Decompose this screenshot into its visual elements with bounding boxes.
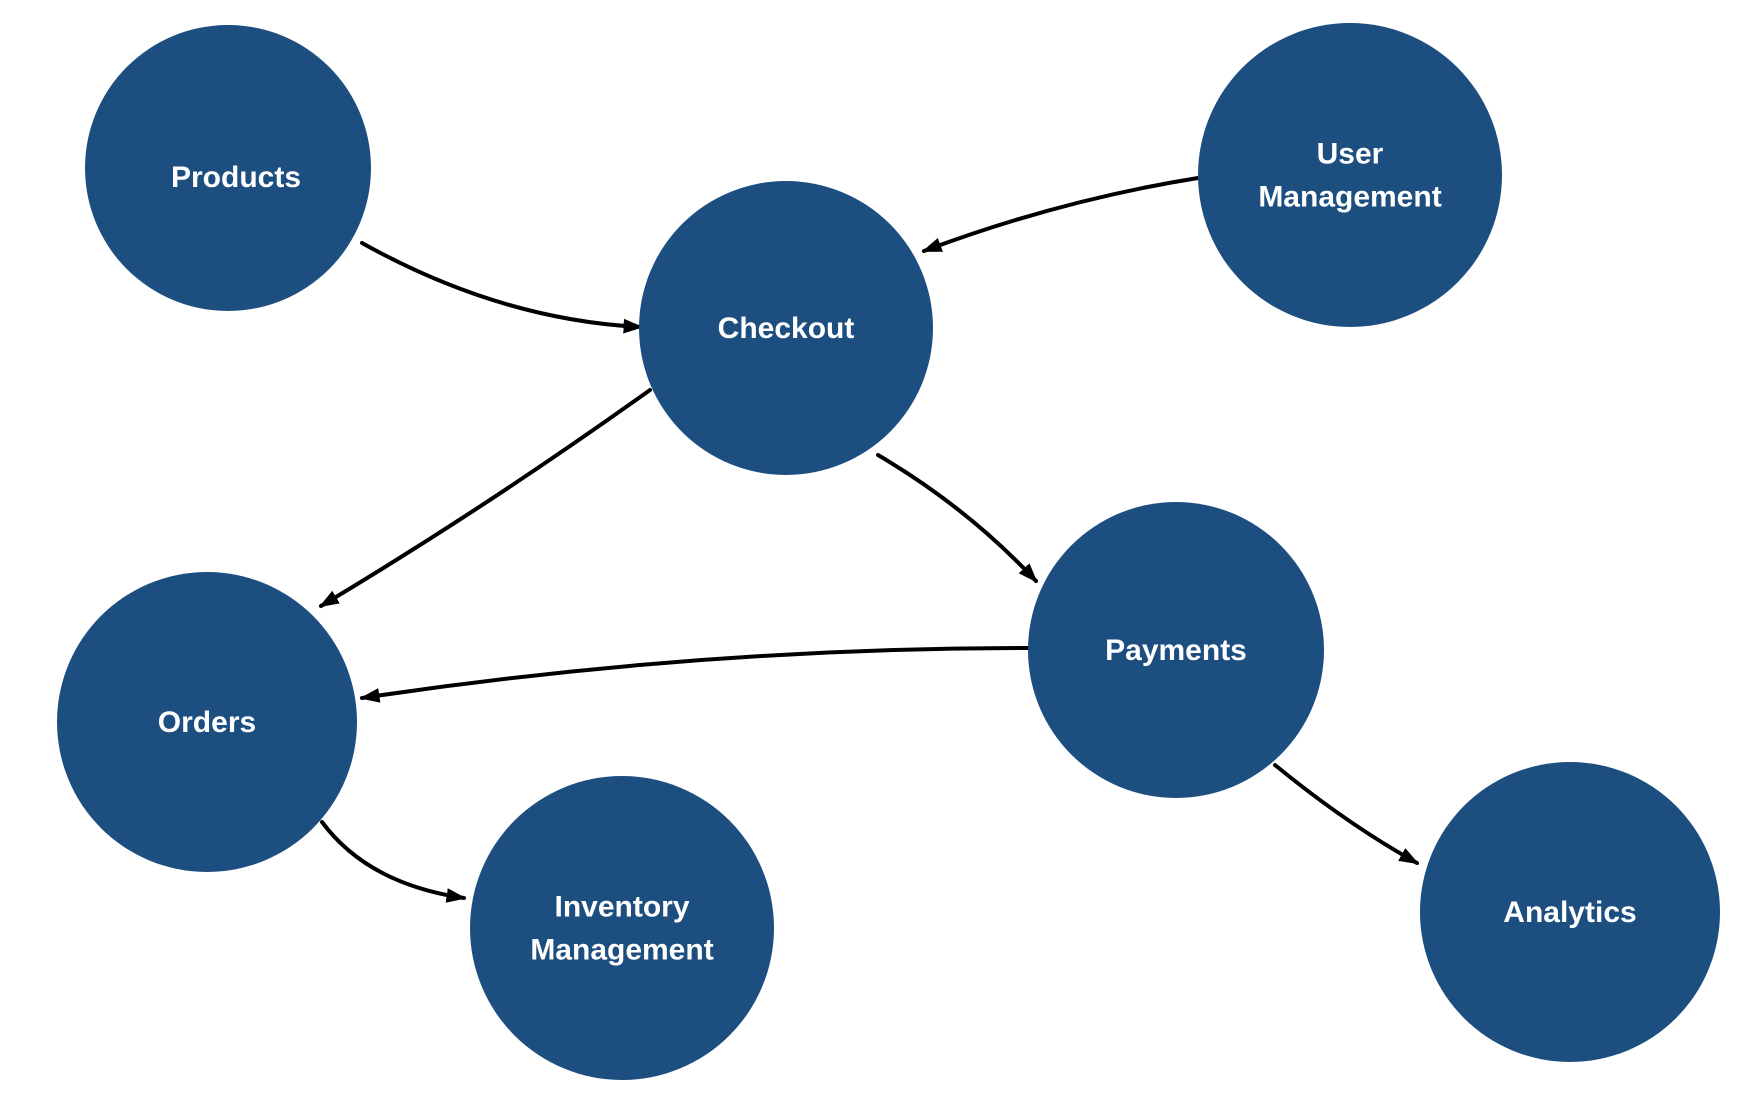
- node-products[interactable]: Products: [85, 25, 371, 311]
- node-payments[interactable]: Payments: [1028, 502, 1324, 798]
- node-orders-circle: [57, 572, 357, 872]
- node-orders-label: Orders: [158, 706, 256, 739]
- edge-user-management-to-checkout[interactable]: [921, 176, 1200, 253]
- node-checkout-circle: [639, 181, 933, 475]
- edge-products-to-checkout[interactable]: [360, 241, 644, 334]
- node-analytics-circle: [1420, 762, 1720, 1062]
- node-orders[interactable]: Orders: [57, 572, 357, 872]
- node-analytics[interactable]: Analytics: [1420, 762, 1720, 1062]
- edge-checkout-to-orders[interactable]: [318, 388, 652, 608]
- node-payments-circle: [1028, 502, 1324, 798]
- edges-layer: [318, 176, 1420, 903]
- node-analytics-label: Analytics: [1503, 896, 1636, 929]
- node-user-management-circle: [1198, 23, 1502, 327]
- node-checkout[interactable]: Checkout: [639, 181, 933, 475]
- edge-orders-to-inventory-management[interactable]: [320, 820, 467, 903]
- edge-payments-to-orders[interactable]: [359, 646, 1030, 703]
- node-payments-label: Payments: [1105, 634, 1247, 667]
- node-inventory-management-circle: [470, 776, 774, 1080]
- node-products-circle: [85, 25, 371, 311]
- node-checkout-label: Checkout: [718, 312, 855, 345]
- node-products-label: Products: [171, 161, 301, 194]
- edge-checkout-to-payments[interactable]: [876, 453, 1038, 583]
- edge-payments-to-analytics[interactable]: [1273, 763, 1420, 865]
